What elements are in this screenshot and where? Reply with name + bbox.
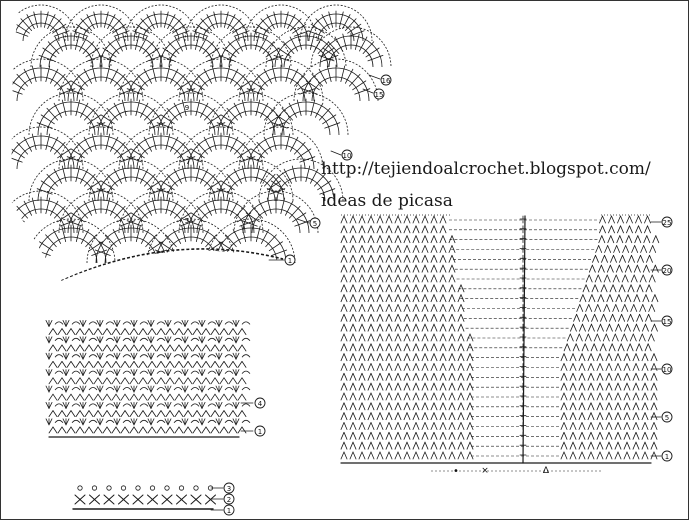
svg-text:5: 5: [665, 414, 669, 422]
row-number-labels: 1 5 10 15 16 5 7 9 4 1 3 2 1 25 20 15 10…: [185, 74, 673, 516]
panel-row-marker-20: 20: [661, 264, 673, 276]
fan-row-marker-10: 10: [341, 149, 353, 161]
svg-text:25: 25: [663, 219, 672, 227]
fan-row-marker-5: 5: [309, 217, 321, 229]
stripe-row-marker-4: 4: [254, 397, 266, 409]
fan-inner-number-5: 5: [185, 217, 189, 225]
edging-row-marker-1: 1: [223, 504, 235, 516]
svg-text:10: 10: [343, 152, 352, 160]
svg-text:10: 10: [663, 366, 672, 374]
fan-stitch-chart: [1, 1, 392, 301]
svg-text:1: 1: [227, 507, 231, 515]
panel-symbol-triangle: Δ: [543, 466, 550, 476]
svg-text:2: 2: [227, 496, 231, 504]
source-credit: ideas de picasa: [321, 191, 453, 211]
panel-row-marker-5: 5: [661, 411, 673, 423]
fan-inner-number-9: 9: [185, 104, 189, 112]
fan-inner-number-7: 7: [186, 158, 190, 166]
svg-text:15: 15: [663, 318, 672, 326]
panel-symbol-cross: ×: [481, 466, 489, 476]
svg-text:20: 20: [663, 267, 672, 275]
fan-row-marker-15: 15: [373, 88, 385, 100]
stripe-row-marker-1: 1: [254, 425, 266, 437]
svg-text:16: 16: [382, 77, 391, 85]
edging-row-marker-3: 3: [223, 482, 235, 494]
blog-url: http://tejiendoalcrochet.blogspot.com/: [321, 159, 651, 179]
stripe-stitch-chart: [45, 319, 254, 438]
panel-symbol-dot: •: [453, 466, 459, 477]
edging-stitch-chart: [72, 485, 224, 511]
svg-text:3: 3: [227, 485, 231, 493]
panel-row-marker-1: 1: [661, 450, 673, 462]
svg-text:4: 4: [258, 400, 263, 408]
svg-text:1: 1: [665, 453, 669, 461]
svg-text:5: 5: [313, 220, 317, 228]
panel-row-marker-15: 15: [661, 315, 673, 327]
panel-stitch-chart: [340, 214, 662, 472]
panel-row-marker-10: 10: [661, 363, 673, 375]
fan-row-marker-16: 16: [380, 74, 392, 86]
svg-text:1: 1: [288, 257, 292, 265]
panel-row-marker-25: 25: [661, 216, 673, 228]
edging-row-marker-2: 2: [223, 493, 235, 505]
svg-text:15: 15: [375, 91, 384, 99]
svg-text:1: 1: [258, 428, 262, 436]
fan-row-marker-1: 1: [284, 254, 296, 266]
